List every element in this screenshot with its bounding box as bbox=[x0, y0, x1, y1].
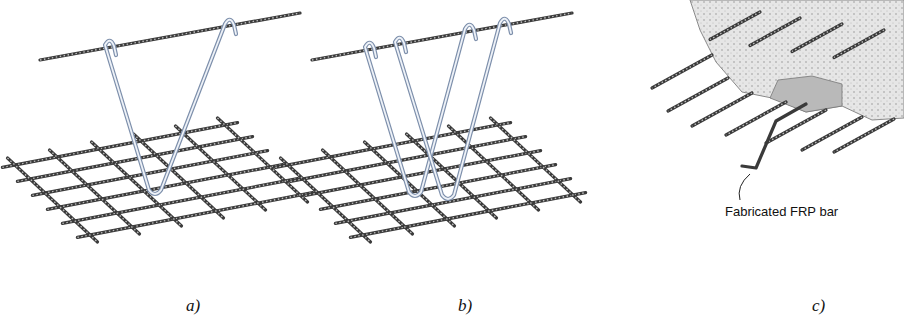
mesh-bar bbox=[77, 193, 312, 238]
chair-core bbox=[395, 19, 511, 199]
frp-bar bbox=[710, 12, 760, 40]
concrete-body bbox=[690, 0, 904, 120]
top-bar bbox=[40, 13, 300, 60]
chair-outline bbox=[105, 20, 236, 194]
bar-twist bbox=[750, 18, 800, 46]
bar-twist bbox=[834, 30, 884, 58]
frp-bar bbox=[726, 102, 786, 135]
chair-outline bbox=[395, 19, 511, 199]
mesh-bar bbox=[8, 158, 98, 242]
bar-twist bbox=[692, 93, 752, 126]
bar-mesh bbox=[275, 118, 585, 242]
bar-twist bbox=[218, 118, 308, 202]
frp-bar bbox=[750, 18, 800, 46]
frp-bar bbox=[802, 117, 862, 150]
bar-twist bbox=[8, 158, 98, 242]
frp-bar bbox=[692, 93, 752, 126]
panel-label: c) bbox=[812, 296, 825, 316]
concrete-block bbox=[652, 0, 904, 200]
bar-twist bbox=[50, 150, 140, 234]
top-bar bbox=[40, 13, 300, 60]
top-bar bbox=[312, 13, 572, 60]
bar-twist bbox=[710, 12, 760, 40]
callout-label: Fabricated FRP bar bbox=[724, 204, 839, 219]
leader-line bbox=[739, 174, 750, 200]
bar-twist bbox=[281, 158, 371, 242]
bar-twist bbox=[40, 13, 300, 60]
bar-twist bbox=[668, 78, 728, 111]
bar-twist bbox=[365, 142, 455, 226]
bar-chair bbox=[105, 20, 236, 194]
bar-twist bbox=[652, 55, 712, 88]
bar-twist bbox=[176, 126, 266, 210]
bar-twist bbox=[726, 102, 786, 135]
bar-twist bbox=[77, 193, 312, 238]
mesh-bar bbox=[50, 150, 140, 234]
panel-label: b) bbox=[458, 296, 472, 316]
mesh-bar bbox=[365, 142, 455, 226]
mesh-bar bbox=[176, 126, 266, 210]
mesh-bar bbox=[407, 134, 497, 218]
bar-twist bbox=[407, 134, 497, 218]
bar-twist bbox=[491, 118, 581, 202]
bar-twist bbox=[834, 119, 894, 152]
panel-label: a) bbox=[186, 296, 200, 316]
frp-bar bbox=[834, 119, 894, 152]
top-bar bbox=[312, 13, 572, 60]
bar-twist bbox=[802, 117, 862, 150]
frp-bar bbox=[834, 30, 884, 58]
bar-chair bbox=[395, 19, 511, 199]
bar-twist bbox=[792, 24, 842, 52]
bent-frp-bar bbox=[742, 104, 806, 168]
bar-mesh bbox=[2, 118, 312, 242]
mesh-bar bbox=[218, 118, 308, 202]
frp-bar bbox=[668, 78, 728, 111]
bar-twist bbox=[312, 13, 572, 60]
frp-bar bbox=[652, 55, 712, 88]
mesh-bar bbox=[491, 118, 581, 202]
bar-twist bbox=[350, 193, 585, 238]
frp-bar bbox=[792, 24, 842, 52]
mesh-bar bbox=[281, 158, 371, 242]
chair-core bbox=[105, 20, 236, 194]
mesh-bar bbox=[350, 193, 585, 238]
